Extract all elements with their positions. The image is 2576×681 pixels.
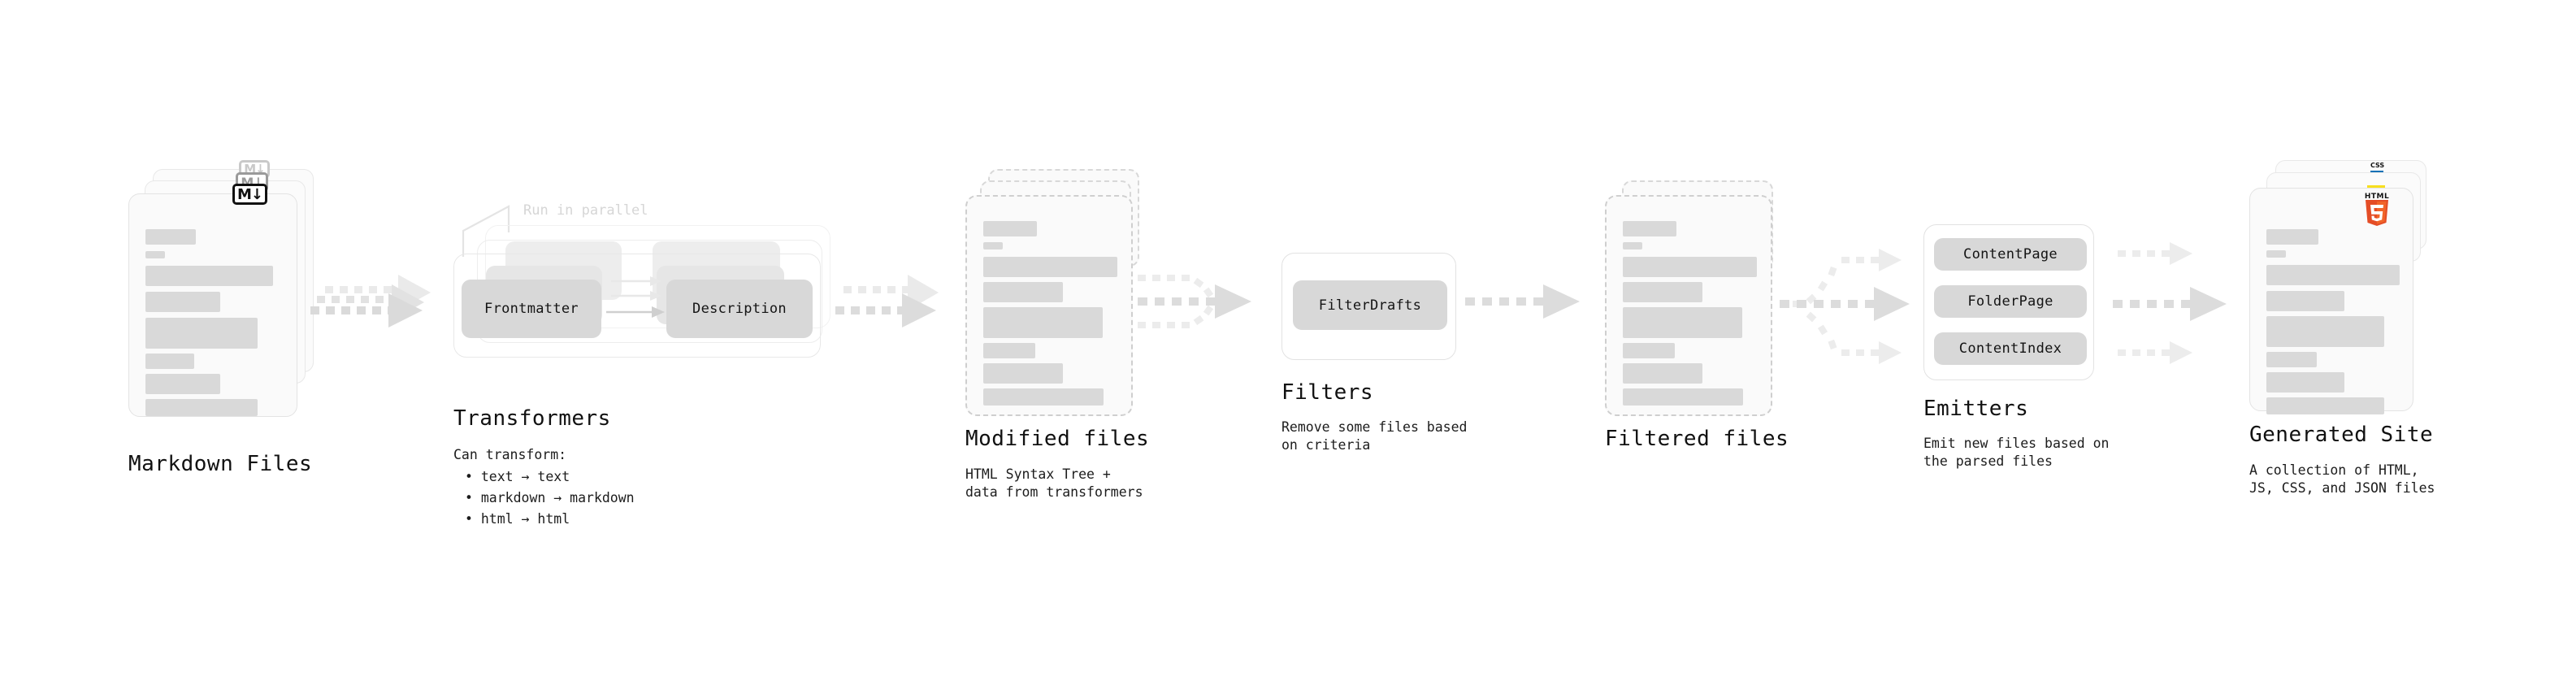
html5-icon: HTML	[2364, 193, 2390, 227]
doc-bar	[1623, 257, 1757, 277]
filters-subtitle: Remove some files based on criteria	[1281, 419, 1468, 453]
transformers-title: Transformers	[453, 406, 611, 431]
doc-bar	[145, 292, 220, 312]
doc-bar	[1623, 388, 1743, 406]
emitters-subtitle: Emit new files based on the parsed files	[1923, 436, 2110, 469]
filtered-card-front	[1605, 195, 1772, 416]
doc-bar	[983, 242, 1003, 249]
arrow-emitters-to-site	[2113, 242, 2227, 364]
doc-bar	[145, 399, 258, 416]
emitters-title: Emitters	[1923, 397, 2029, 421]
doc-bar	[983, 343, 1035, 358]
transformer-chip-frontmatter-label: Frontmatter	[484, 301, 579, 317]
emitters-chip-folderpage-label: FolderPage	[1967, 293, 2053, 310]
arrow-transformers-to-modified	[835, 275, 939, 327]
doc-bar	[1623, 307, 1742, 338]
doc-bar	[1623, 282, 1702, 302]
doc-bar	[145, 374, 220, 394]
generated-site-subtitle: A collection of HTML, JS, CSS, and JSON …	[2249, 462, 2435, 496]
doc-bar	[1623, 242, 1642, 249]
emitters-chip-contentindex[interactable]: ContentIndex	[1934, 332, 2087, 365]
markdown-card-front	[128, 193, 297, 417]
doc-bar	[983, 307, 1103, 338]
run-in-parallel-bracket	[462, 205, 510, 257]
doc-bar	[2266, 265, 2400, 285]
doc-bar	[1623, 221, 1676, 236]
modified-card-front	[965, 195, 1133, 416]
emitters-chip-contentindex-label: ContentIndex	[1958, 340, 2062, 357]
emitters-chip-contentpage[interactable]: ContentPage	[1934, 238, 2087, 271]
run-in-parallel-label: Run in parallel	[523, 202, 648, 219]
arrow-filters-to-filtered	[1465, 284, 1580, 319]
modified-files-title: Modified files	[965, 427, 1150, 451]
transformers-bullet-0: • text → text	[465, 469, 570, 484]
doc-bar	[145, 251, 165, 258]
arrow-modified-to-filters	[1138, 275, 1251, 328]
doc-bar	[145, 266, 273, 286]
transformer-panel-back-2	[485, 225, 830, 328]
emitters-chip-contentpage-label: ContentPage	[1963, 246, 2058, 262]
transformers-bullet-1: • markdown → markdown	[465, 490, 635, 505]
markdown-icon: M↓	[232, 184, 267, 205]
modified-files-subtitle: HTML Syntax Tree + data from transformer…	[965, 466, 1143, 500]
css3-icon-label: CSS	[2370, 162, 2385, 169]
doc-bar	[983, 282, 1063, 302]
generated-site-title: Generated Site	[2249, 423, 2434, 447]
filters-title: Filters	[1281, 380, 1374, 405]
transformers-bullet-2: • html → html	[465, 511, 570, 527]
filters-chip-filterdrafts[interactable]: FilterDrafts	[1293, 280, 1447, 330]
transformer-panel-front	[453, 254, 821, 358]
doc-bar	[145, 229, 196, 245]
doc-bar	[983, 388, 1104, 406]
doc-bar	[145, 318, 258, 349]
doc-bar	[2266, 229, 2318, 245]
doc-bar	[2266, 250, 2286, 258]
doc-bar	[2266, 291, 2344, 311]
html5-icon-label: HTML	[2364, 193, 2390, 201]
css3-icon: CSS	[2370, 162, 2384, 173]
doc-bar	[2266, 372, 2344, 393]
doc-bar	[2266, 316, 2384, 347]
transformer-chip-description-label: Description	[692, 301, 787, 317]
doc-bar	[983, 363, 1063, 384]
doc-bar	[1623, 363, 1702, 384]
doc-bar	[145, 354, 194, 369]
filters-chip-filterdrafts-label: FilterDrafts	[1318, 297, 1422, 314]
transformer-inner-arrows	[606, 276, 665, 318]
filtered-files-title: Filtered files	[1605, 427, 1789, 451]
site-card-front	[2249, 188, 2413, 414]
emitters-chip-folderpage[interactable]: FolderPage	[1934, 285, 2087, 318]
markdown-files-title: Markdown Files	[128, 452, 313, 476]
doc-bar	[983, 257, 1117, 277]
doc-bar	[983, 221, 1037, 236]
transformer-chip-frontmatter[interactable]: Frontmatter	[462, 280, 601, 338]
doc-bar	[2266, 397, 2384, 414]
transformers-subtitle: Can transform:	[453, 447, 567, 462]
arrow-markdown-to-transformers	[310, 275, 431, 327]
transformer-chip-description[interactable]: Description	[666, 280, 813, 338]
arrow-filtered-to-emitters	[1780, 249, 1910, 364]
doc-bar	[1623, 343, 1675, 358]
doc-bar	[2266, 352, 2317, 367]
